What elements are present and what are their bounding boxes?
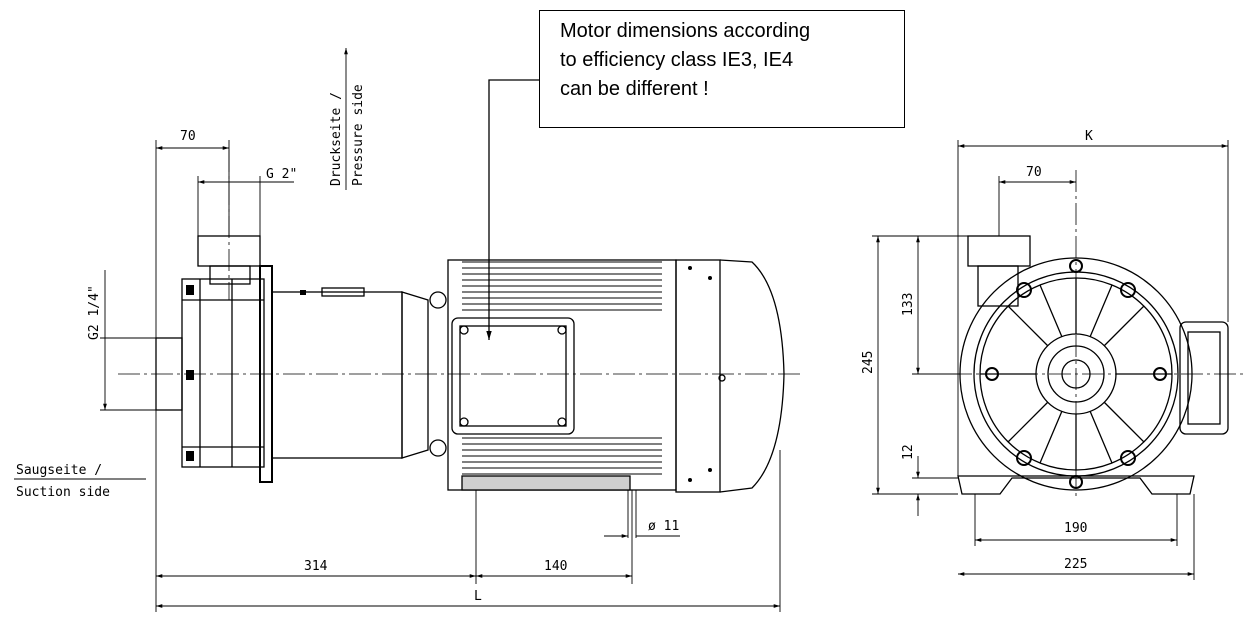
dim-225: 225 [1064,557,1087,572]
dim-190: 190 [1064,521,1087,536]
motor-body [447,259,677,491]
front-housing [957,235,1229,495]
dim-K: K [1085,129,1093,144]
side-dimensions: 70 G 2" G2 1/4" 314 140 L ø 11 [87,129,781,612]
dim-front-70: 70 [1026,165,1042,180]
note-line-2: to efficiency class IE3, IE4 [560,49,794,71]
motor-adapter [401,291,447,459]
suction-de: Saugseite / [16,463,102,478]
note-line-1: Motor dimensions according [560,20,811,42]
dim-12: 12 [901,444,916,460]
dim-140: 140 [544,559,567,574]
dim-g2: G 2" [266,167,297,182]
side-view: 70 G 2" G2 1/4" 314 140 L ø 11 [14,48,800,612]
dim-314: 314 [304,559,328,574]
dim-side-70: 70 [180,129,196,144]
pressure-en: Pressure side [351,84,366,186]
dim-L: L [474,589,482,604]
dim-g2-14: G2 1/4" [87,285,102,340]
front-view: K 70 133 245 12 190 225 [861,129,1245,580]
front-dimensions: K 70 133 245 12 190 225 [861,129,1229,580]
pump-head [155,235,403,483]
note-leader [486,79,539,340]
note-line-3: can be different ! [560,78,709,100]
dim-phi11: ø 11 [648,519,679,534]
fan-cover [675,259,785,493]
pressure-de: Druckseite / [329,92,344,186]
suction-side-label: Saugseite / Suction side [14,463,146,500]
suction-en: Suction side [16,485,110,500]
pressure-side-label: Druckseite / Pressure side [329,48,366,190]
dim-245: 245 [861,351,876,374]
dim-133: 133 [901,293,916,316]
motor-note-box: Motor dimensions according to efficiency… [539,10,905,128]
